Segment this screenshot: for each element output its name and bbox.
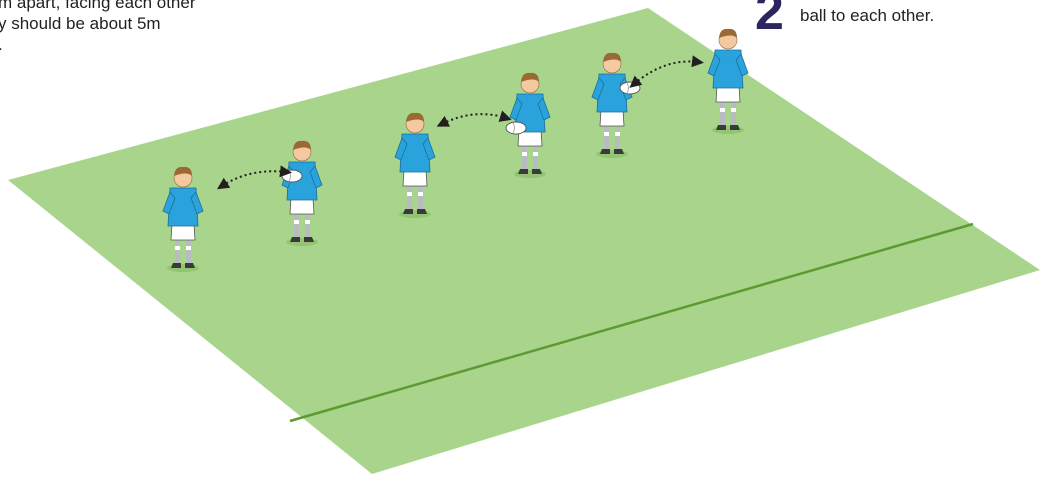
- step-number: 2: [755, 0, 784, 38]
- left-caption: m apart, facing each other y should be a…: [0, 0, 196, 55]
- right-caption: ball to each other.: [800, 5, 934, 26]
- left-caption-line-2: y should be about 5m: [0, 13, 196, 34]
- left-caption-line-3: .: [0, 34, 196, 55]
- left-caption-line-1: m apart, facing each other: [0, 0, 196, 13]
